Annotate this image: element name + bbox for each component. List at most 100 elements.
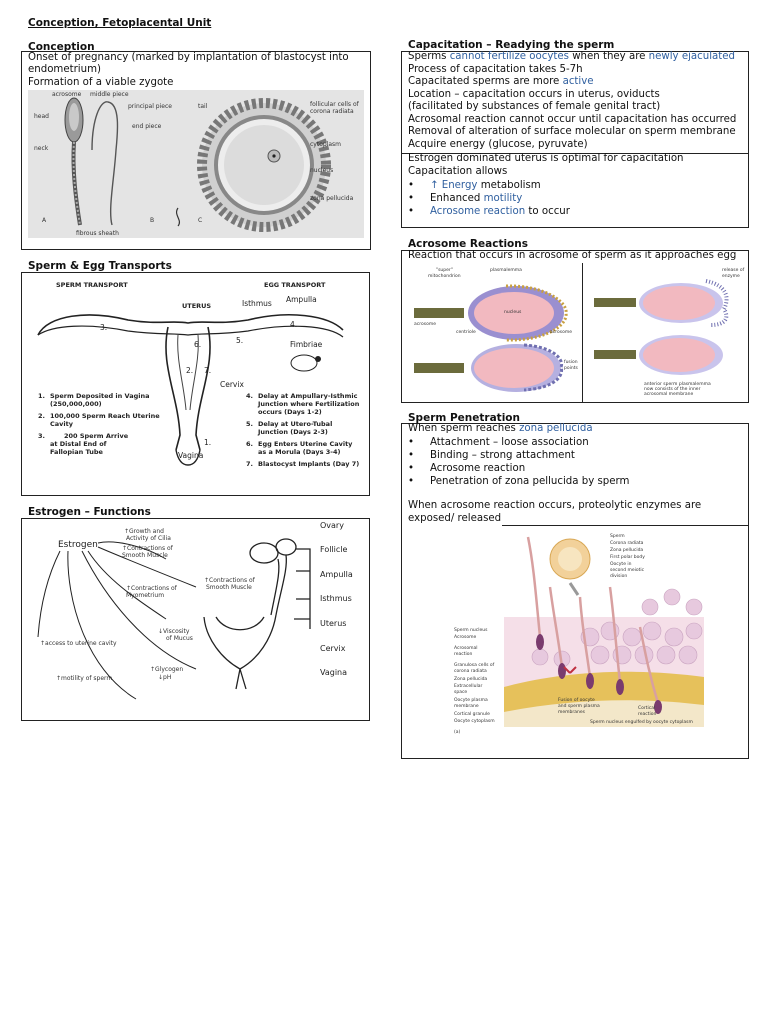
svg-text:3.: 3. [100,323,107,332]
sperm-head-1 [414,284,568,342]
penetration-bullet-3: •Acrosome reaction [408,462,526,474]
svg-text:membranes: membranes [558,709,586,715]
sperm-oocyte-figure: acrosome head neck middle piece principa… [28,90,364,238]
svg-text:Corona radiata: Corona radiata [610,540,644,546]
svg-text:First polar body: First polar body [610,554,645,560]
svg-text:release of: release of [722,267,745,273]
svg-text:200 Sperm Arrive: 200 Sperm Arrive [64,432,129,440]
svg-text:Oocyte in: Oocyte in [610,561,632,567]
svg-text:Follicle: Follicle [320,545,348,554]
svg-text:UTERUS: UTERUS [182,302,211,310]
svg-text:follicular cells of: follicular cells of [310,101,360,108]
svg-text:Delay at Ampullary-Isthmic: Delay at Ampullary-Isthmic [258,392,358,400]
capacitation-line-6: Acrosomal reaction cannot occur until ca… [408,113,737,125]
svg-text:middle piece: middle piece [90,91,129,98]
transport-heading: Sperm & Egg Transports [28,260,172,272]
svg-text:acrosome: acrosome [550,329,572,335]
svg-text:7.: 7. [246,460,253,468]
svg-text:corona radiata: corona radiata [454,668,487,674]
svg-text:↑Contractions of: ↑Contractions of [126,585,178,592]
svg-text:as a Morula (Days 3-4): as a Morula (Days 3-4) [258,448,340,456]
estrogen-box: Estrogen ↑Growth and Activity of Cilia ↑… [21,518,370,721]
svg-text:Oocyte cytoplasm: Oocyte cytoplasm [454,718,495,724]
capacitation-bullet-3: •Acrosome reaction to occur [408,205,570,217]
transport-right-list: 4. Delay at Ampullary-Isthmic Junction w… [246,392,360,468]
svg-text:reaction: reaction [454,651,473,657]
capacitation-line-2: Process of capacitation takes 5-7h [408,63,583,75]
svg-text:(a): (a) [454,729,461,735]
svg-text:Zona pellucida: Zona pellucida [454,676,487,682]
svg-text:anterior sperm plasmalemma: anterior sperm plasmalemma [644,381,711,387]
penetration-box: When sperm reaches zona pellucida •Attac… [401,423,749,759]
svg-text:A: A [42,217,47,224]
sperm-head-2 [414,343,564,392]
svg-text:Junction (Days 2-3): Junction (Days 2-3) [257,428,328,436]
capacitation-line-1: Sperms cannot fertilize oocytes when the… [408,51,736,62]
svg-text:Blastocyst Implants (Day 7): Blastocyst Implants (Day 7) [258,460,359,468]
svg-text:Oocyte plasma: Oocyte plasma [454,697,488,703]
svg-text:Estrogen: Estrogen [58,540,98,550]
svg-text:at Distal End of: at Distal End of [50,440,107,448]
svg-text:Isthmus: Isthmus [242,299,272,308]
svg-text:Delay at Utero-Tubal: Delay at Utero-Tubal [258,420,332,428]
svg-text:Cervix: Cervix [220,380,244,389]
svg-text:4.: 4. [246,392,253,400]
svg-text:corona radiata: corona radiata [310,108,354,115]
svg-text:↑access to uterine cavity: ↑access to uterine cavity [40,640,117,647]
svg-text:↑Growth and: ↑Growth and [124,528,164,535]
svg-text:2.: 2. [186,366,193,375]
svg-text:second meiotic: second meiotic [610,567,645,573]
svg-text:↑Contractions of: ↑Contractions of [204,577,256,584]
svg-text:1.: 1. [38,392,45,400]
transport-figure: SPERM TRANSPORT EGG TRANSPORT UTERUS Ist… [37,281,360,468]
estrogen-figure: Estrogen ↑Growth and Activity of Cilia ↑… [37,521,353,700]
penetration-figure-rule [502,525,749,526]
svg-text:head: head [34,113,49,120]
capacitation-bullet-1: •↑ Energy metabolism [408,179,541,191]
svg-text:"super": "super" [436,267,453,273]
svg-text:fibrous sheath: fibrous sheath [76,230,119,237]
svg-text:1.: 1. [204,438,211,447]
svg-text:end piece: end piece [132,123,162,130]
svg-text:acrosome: acrosome [414,321,436,327]
svg-text:Ampulla: Ampulla [286,295,317,304]
transport-left-list: 1. Sperm Deposited in Vagina (250,000,00… [38,392,160,456]
svg-text:EGG TRANSPORT: EGG TRANSPORT [264,281,326,289]
svg-text:Cervix: Cervix [320,644,346,653]
svg-text:Ampulla: Ampulla [320,570,353,579]
penetration-para-2: exposed/ released [408,512,502,524]
svg-text:membrane: membrane [454,703,479,709]
svg-text:Activity of Cilia: Activity of Cilia [126,535,171,542]
svg-text:5.: 5. [236,336,243,345]
svg-text:Zona pellucida: Zona pellucida [610,547,643,553]
capacitation-bullet-2: •Enhanced motility [408,192,523,204]
svg-text:cytoplasm: cytoplasm [310,141,341,148]
svg-text:Acrosomal: Acrosomal [454,645,477,651]
capacitation-line-7: Removal of alteration of surface molecul… [408,126,736,137]
acrosome-box: Reaction that occurs in acrosome of sper… [401,250,749,403]
svg-text:Fimbriae: Fimbriae [290,340,323,349]
svg-text:and sperm plasma: and sperm plasma [558,703,600,709]
svg-text:7.: 7. [204,366,211,375]
svg-text:Vagina: Vagina [320,668,347,677]
capacitation-box-1: Sperms cannot fertilize oocytes when the… [401,51,749,154]
svg-text:Cortical: Cortical [638,705,655,711]
svg-text:Acrosome: Acrosome [454,634,476,640]
svg-text:mitochondrion: mitochondrion [428,273,461,279]
penetration-line-1: When sperm reaches zona pellucida [408,423,593,434]
svg-text:Cortical granule: Cortical granule [454,711,490,717]
svg-text:6.: 6. [194,340,201,349]
acrosome-figure: "super" mitochondrion plasmalemma nucleu… [414,267,745,397]
svg-text:Vagina: Vagina [178,451,203,460]
svg-text:principal piece: principal piece [128,103,172,110]
svg-text:now consists of the inner: now consists of the inner [644,386,701,392]
svg-text:Myometrium: Myometrium [126,592,164,599]
svg-text:centriole: centriole [456,329,476,335]
uterus-drawing [203,538,311,690]
svg-text:Sperm nucleus: Sperm nucleus [454,627,488,633]
capacitation-line-10: Capacitation allows [408,165,508,177]
svg-text:occurs (Days 1-2): occurs (Days 1-2) [258,408,322,416]
svg-text:space: space [454,690,467,695]
capacitation-line-5: (facilitated by substances of female gen… [408,101,661,112]
svg-text:4.: 4. [290,320,297,329]
